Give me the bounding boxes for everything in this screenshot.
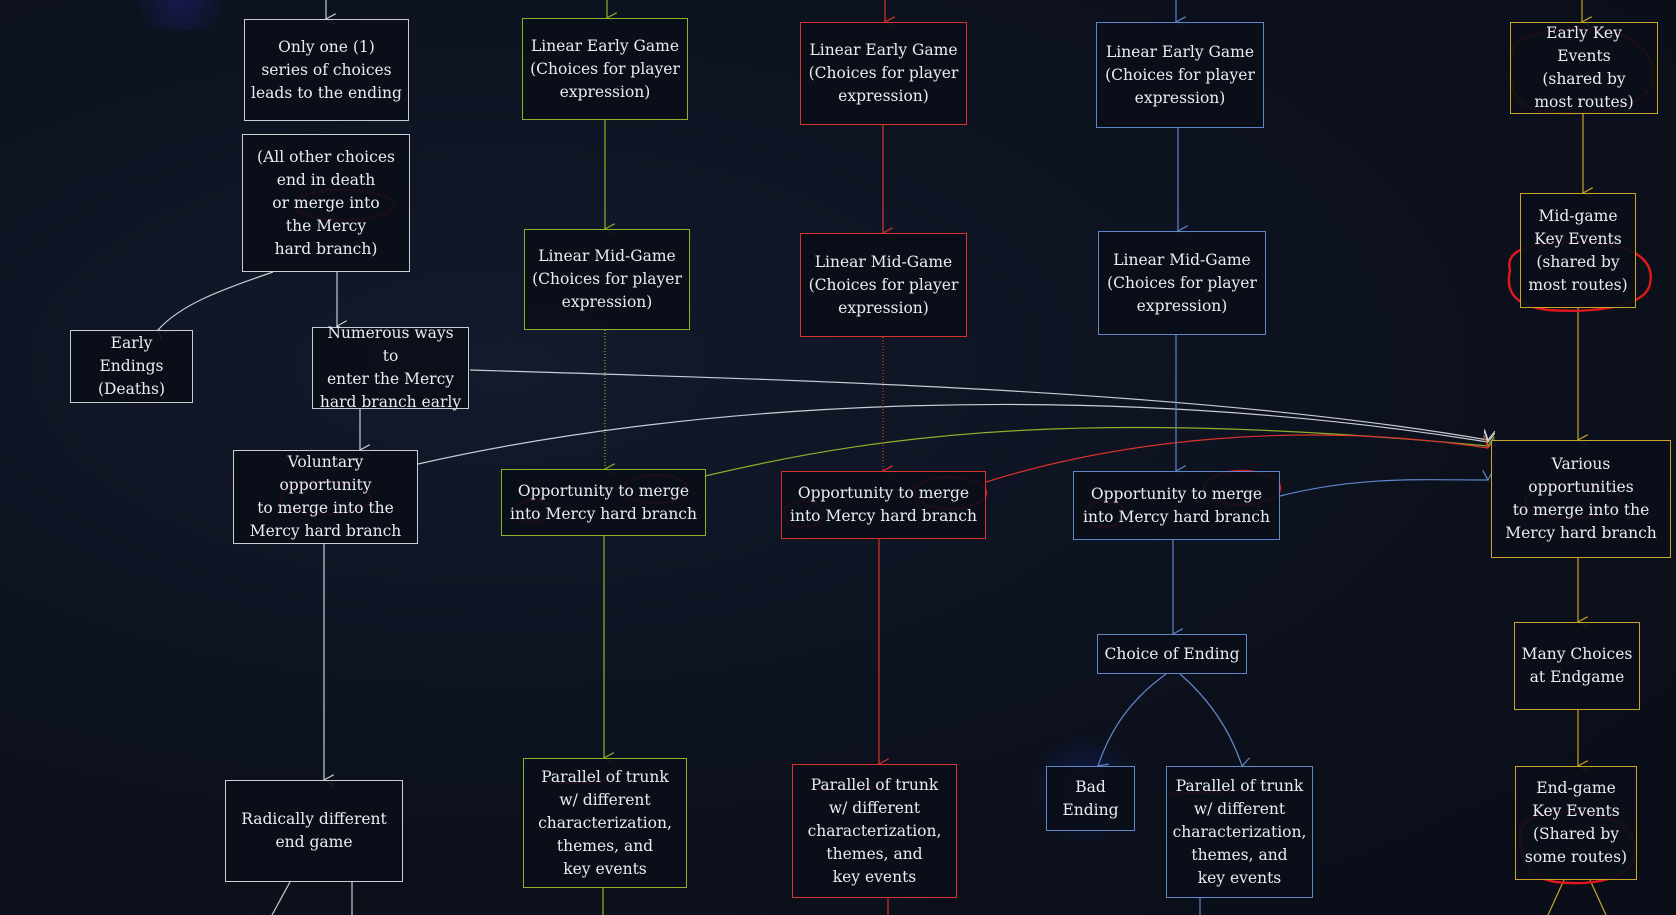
node-green-parallel[interactable]: Parallel of trunk w/ different character…	[523, 758, 687, 888]
green-connectors	[602, 0, 1488, 915]
node-radically-different[interactable]: Radically different end game	[225, 780, 403, 882]
yellow-connectors	[1547, 0, 1607, 915]
white-connectors	[158, 0, 1488, 915]
node-all-other-choices[interactable]: (All other choices end in death or merge…	[242, 134, 410, 272]
node-red-opportunity[interactable]: Opportunity to merge into Mercy hard bra…	[781, 471, 986, 539]
node-yellow-mid-key-events[interactable]: Mid-game Key Events (shared by most rout…	[1520, 193, 1636, 308]
node-voluntary-opportunity[interactable]: Voluntary opportunity to merge into the …	[233, 450, 418, 544]
node-red-linear-mid[interactable]: Linear Mid-Game (Choices for player expr…	[800, 233, 967, 337]
blue-connectors	[1098, 0, 1488, 915]
node-early-endings[interactable]: Early Endings (Deaths)	[70, 330, 193, 403]
node-yellow-end-key-events[interactable]: End-game Key Events (Shared by some rout…	[1515, 766, 1637, 880]
node-only-one-series[interactable]: Only one (1) series of choices leads to …	[244, 19, 409, 121]
node-red-parallel[interactable]: Parallel of trunk w/ different character…	[792, 764, 957, 898]
node-blue-choice-of-ending[interactable]: Choice of Ending	[1097, 634, 1247, 674]
node-blue-bad-ending[interactable]: Bad Ending	[1046, 766, 1135, 831]
red-connectors	[879, 0, 1488, 915]
red-annotations	[278, 27, 1655, 885]
node-red-linear-early[interactable]: Linear Early Game (Choices for player ex…	[800, 22, 967, 125]
node-yellow-various-opportunities[interactable]: Various opportunities to merge into the …	[1491, 440, 1671, 558]
node-blue-linear-early[interactable]: Linear Early Game (Choices for player ex…	[1096, 22, 1264, 128]
node-yellow-early-key-events[interactable]: Early Key Events (shared by most routes)	[1510, 22, 1658, 114]
node-blue-parallel[interactable]: Parallel of trunk w/ different character…	[1166, 766, 1313, 898]
node-blue-opportunity[interactable]: Opportunity to merge into Mercy hard bra…	[1073, 471, 1280, 540]
node-green-linear-mid[interactable]: Linear Mid-Game (Choices for player expr…	[524, 229, 690, 330]
node-green-linear-early[interactable]: Linear Early Game (Choices for player ex…	[522, 18, 688, 120]
node-numerous-ways[interactable]: Numerous ways to enter the Mercy hard br…	[312, 324, 469, 411]
node-blue-linear-mid[interactable]: Linear Mid-Game (Choices for player expr…	[1098, 231, 1266, 335]
node-yellow-many-choices[interactable]: Many Choices at Endgame	[1514, 622, 1640, 710]
node-green-opportunity[interactable]: Opportunity to merge into Mercy hard bra…	[501, 469, 706, 536]
